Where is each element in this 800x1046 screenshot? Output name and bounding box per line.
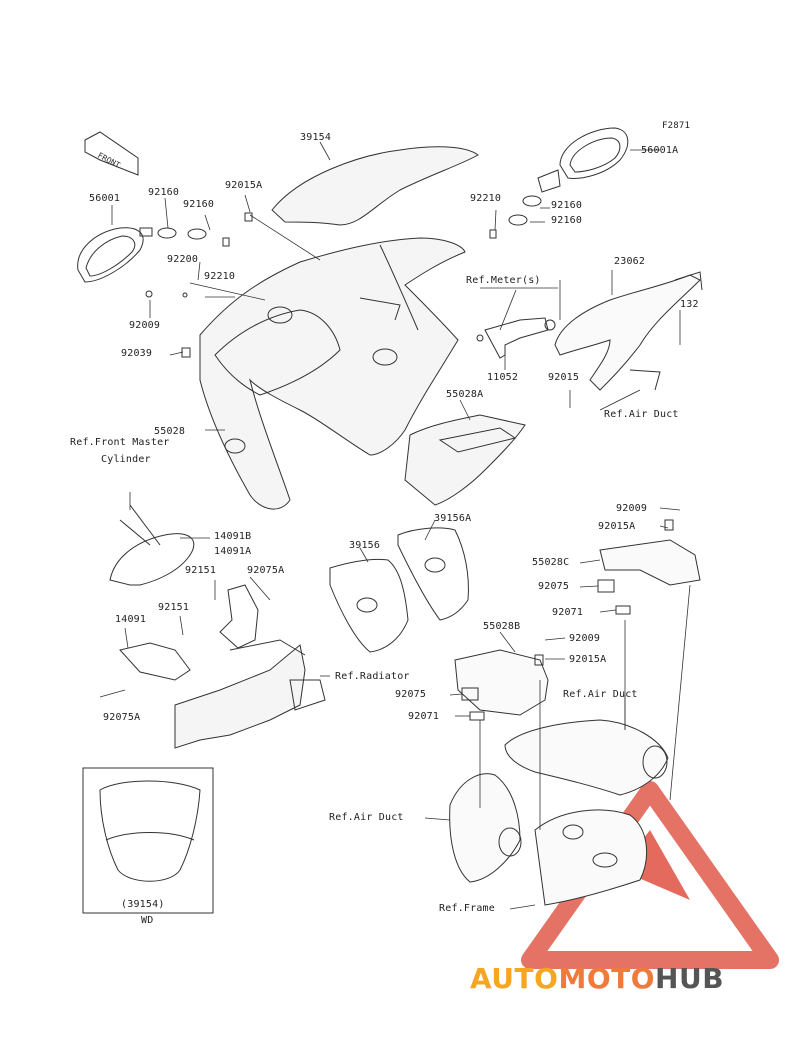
label-92071-a: 92071 <box>552 607 584 618</box>
label-55028C: 55028C <box>532 557 570 568</box>
label-55028B: 55028B <box>483 621 521 632</box>
ref-air-duct-2: Ref.Air Duct <box>563 689 638 700</box>
label-14091A: 14091A <box>214 546 252 557</box>
ref-meters: Ref.Meter(s) <box>466 275 541 286</box>
bracket-14091 <box>119 642 191 681</box>
label-92071-b: 92071 <box>408 711 440 722</box>
label-92160-a: 92160 <box>148 187 180 198</box>
watermark-moto: MOTO <box>558 962 656 995</box>
label-92200: 92200 <box>167 254 199 265</box>
ref-front-master-cylinder-1: Ref.Front Master <box>70 437 170 448</box>
label-14091: 14091 <box>115 614 147 625</box>
front-fender-14091B <box>109 504 195 586</box>
watermark-auto: AUTO <box>470 962 559 995</box>
label-92160-c: 92160 <box>551 200 583 211</box>
watermark-logo: AUTOMOTOHUB <box>470 962 724 1002</box>
air-duct <box>449 719 669 906</box>
figure-code: F2871 <box>662 121 691 131</box>
label-39154: 39154 <box>300 132 332 143</box>
label-92015A-top: 92015A <box>225 180 263 191</box>
label-92075-a: 92075 <box>538 581 570 592</box>
label-23062: 23062 <box>614 256 646 267</box>
mirror-left-56001 <box>77 227 153 283</box>
label-92210-b: 92210 <box>470 193 502 204</box>
label-92210-a: 92210 <box>204 271 236 282</box>
label-92075A-1: 92075A <box>247 565 285 576</box>
ref-front-master-cylinder-2: Cylinder <box>101 454 151 465</box>
label-92160-d: 92160 <box>551 215 583 226</box>
ref-air-duct-3: Ref.Air Duct <box>329 812 404 823</box>
label-92009-a: 92009 <box>129 320 161 331</box>
label-132: 132 <box>680 299 699 310</box>
ref-radiator: Ref.Radiator <box>335 671 410 682</box>
panel-39156A <box>397 527 469 621</box>
label-92151-b: 92151 <box>158 602 190 613</box>
bracket-14091A <box>219 584 259 649</box>
side-panel-55028C <box>599 539 701 586</box>
label-92015A-b: 92015A <box>598 521 636 532</box>
label-39156A: 39156A <box>434 513 472 524</box>
radiator-shroud <box>174 639 326 749</box>
bracket-11052 <box>476 317 556 359</box>
label-92039: 92039 <box>121 348 153 359</box>
ref-air-duct-1: Ref.Air Duct <box>604 409 679 420</box>
label-92151-a: 92151 <box>185 565 217 576</box>
label-92160-b: 92160 <box>183 199 215 210</box>
watermark-hub: HUB <box>655 962 725 995</box>
leader-lines <box>99 141 691 910</box>
label-92009-c: 92009 <box>569 633 601 644</box>
mirror-right-56001A <box>537 127 629 193</box>
panel-39156 <box>329 559 409 653</box>
label-92075A-2: 92075A <box>103 712 141 723</box>
front-arrow-icon: FRONT <box>84 131 139 176</box>
wd-caption: WD <box>141 915 154 926</box>
label-92015: 92015 <box>548 372 580 383</box>
label-56001A: 56001A <box>641 145 679 156</box>
label-55028A: 55028A <box>446 389 484 400</box>
windscreen-39154 <box>271 146 479 226</box>
label-55028: 55028 <box>154 426 186 437</box>
wd-part-label: (39154) <box>121 899 165 910</box>
label-11052: 11052 <box>487 372 519 383</box>
label-56001: 56001 <box>89 193 121 204</box>
label-39156: 39156 <box>349 540 381 551</box>
label-14091B: 14091B <box>214 531 252 542</box>
wd-inset <box>82 767 214 914</box>
ref-frame: Ref.Frame <box>439 903 495 914</box>
upper-fairing-55028 <box>199 237 466 510</box>
label-92075-b: 92075 <box>395 689 427 700</box>
inner-panel-55028A <box>404 414 526 506</box>
washers <box>145 195 542 358</box>
label-92009-b: 92009 <box>616 503 648 514</box>
meter-bracket-23062 <box>554 271 703 391</box>
side-panel-55028B <box>454 649 549 716</box>
label-92015A-c: 92015A <box>569 654 607 665</box>
